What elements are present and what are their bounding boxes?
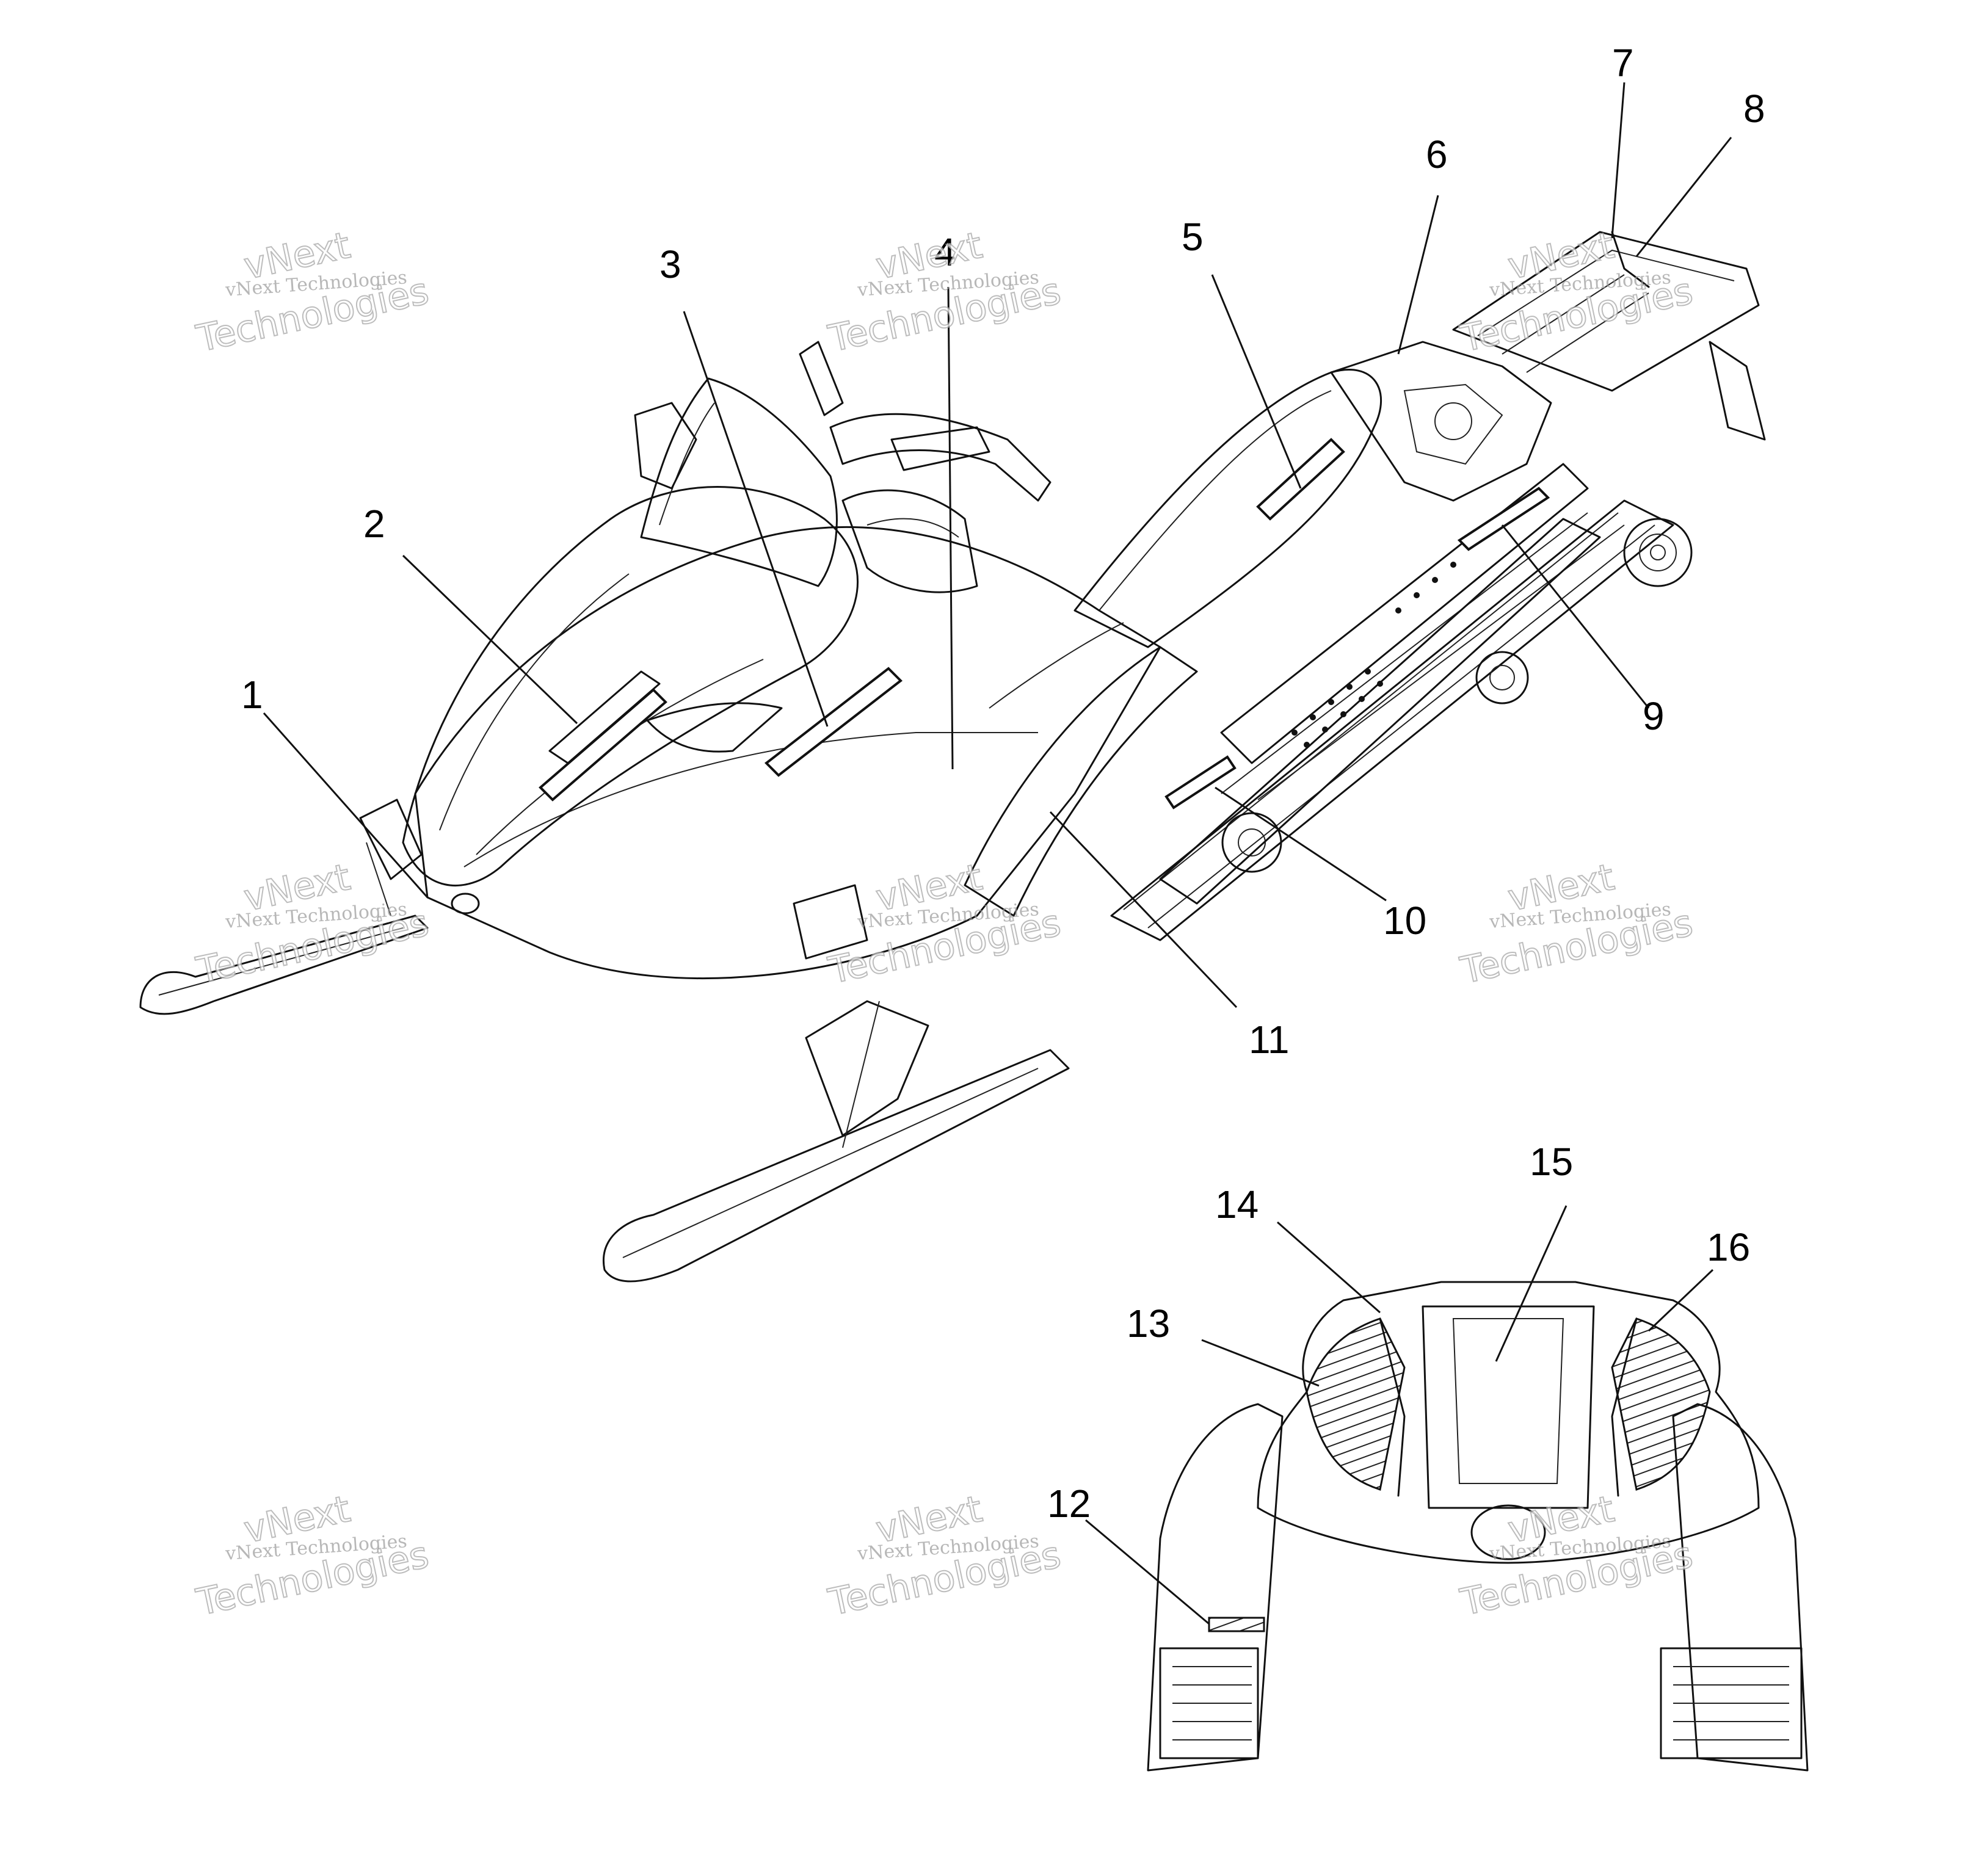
watermark-8: vNext vNext Technologies Technologies xyxy=(824,1487,1066,1625)
callout-6: 6 xyxy=(1426,132,1448,176)
callout-9: 9 xyxy=(1643,694,1665,738)
left-ski xyxy=(139,799,429,1015)
handlebar xyxy=(799,341,1052,502)
decals xyxy=(539,438,1550,809)
rear-rack xyxy=(1452,231,1766,441)
watermarks: vNext vNext Technologies Technologies vN… xyxy=(192,223,1698,1625)
callout-5: 5 xyxy=(1182,215,1204,259)
callout-12: 12 xyxy=(1047,1482,1091,1526)
snowmobile-front-view xyxy=(1085,1205,1809,1772)
callout-11: 11 xyxy=(1249,1018,1289,1062)
watermark-6: vNext vNext Technologies Technologies xyxy=(1456,855,1698,993)
snowmobile-side-view xyxy=(139,82,1766,1283)
callout-8: 8 xyxy=(1743,87,1765,131)
decal-3 xyxy=(764,667,903,777)
callout-16: 16 xyxy=(1707,1225,1750,1269)
callout-13: 13 xyxy=(1127,1302,1170,1345)
callout-2: 2 xyxy=(363,502,385,546)
tunnel xyxy=(1159,463,1601,905)
right-ski xyxy=(603,884,1070,1283)
callout-7: 7 xyxy=(1612,41,1634,85)
watermark-1: vNext vNext Technologies Technologies xyxy=(192,223,434,361)
callout-1: 1 xyxy=(241,673,263,717)
leader-lines-front xyxy=(1085,1205,1714,1625)
windshield xyxy=(634,377,838,587)
front-left-ski xyxy=(1147,1403,1284,1772)
callout-10: 10 xyxy=(1383,899,1426,943)
track-assembly xyxy=(1110,499,1693,941)
decal-2 xyxy=(539,688,667,802)
watermark-7: vNext vNext Technologies Technologies xyxy=(192,1487,434,1625)
decal-5 xyxy=(1256,438,1345,521)
front-right-ski xyxy=(1660,1403,1809,1772)
console xyxy=(841,489,978,593)
decal-12 xyxy=(1208,1617,1265,1632)
front-hatch-left xyxy=(1306,1317,1406,1491)
callout-labels: 1 2 3 4 5 6 7 8 9 10 11 12 13 14 15 16 xyxy=(241,41,1765,1526)
callout-4: 4 xyxy=(934,230,956,274)
decal-9 xyxy=(1457,487,1550,551)
hood-side-panel xyxy=(414,526,1198,980)
decal-10 xyxy=(1164,755,1237,809)
callout-15: 15 xyxy=(1530,1140,1573,1184)
seat xyxy=(1073,341,1552,648)
watermark-2: vNext vNext Technologies Technologies xyxy=(824,223,1066,361)
callout-14: 14 xyxy=(1215,1182,1259,1226)
watermark-4: vNext vNext Technologies Technologies xyxy=(192,855,434,993)
callout-3: 3 xyxy=(659,242,681,286)
leader-lines-side xyxy=(263,82,1732,1009)
hood-nose xyxy=(402,486,859,914)
front-hatch-right xyxy=(1611,1317,1711,1491)
running-board-holes xyxy=(1291,562,1456,748)
watermark-5: vNext vNext Technologies Technologies xyxy=(824,855,1066,993)
